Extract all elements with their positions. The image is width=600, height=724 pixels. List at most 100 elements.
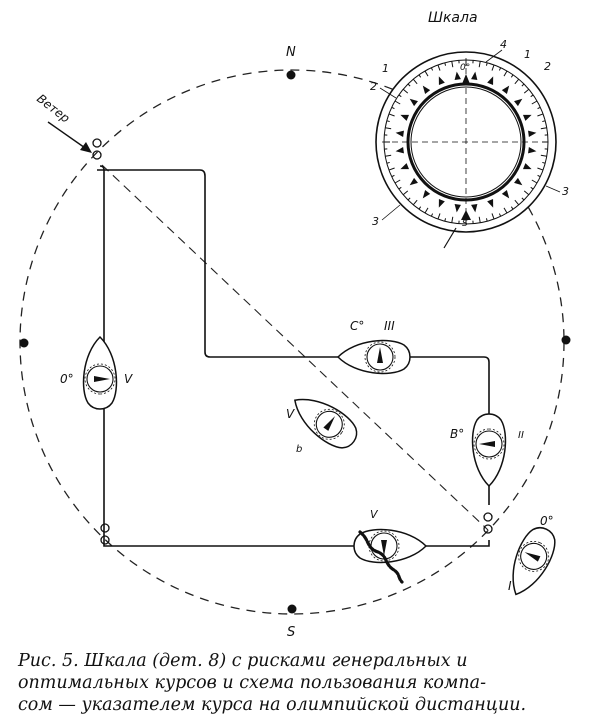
scale-leader-bottom <box>443 227 457 249</box>
scale-tick <box>503 70 508 77</box>
scale-course-mark <box>400 163 410 170</box>
scale-tick <box>531 179 538 184</box>
scale-tick <box>385 154 392 157</box>
wind-arrow <box>47 121 89 151</box>
boat-middle-label: V <box>286 407 295 421</box>
scale-course-mark <box>501 190 510 199</box>
scale-course-mark <box>438 76 445 86</box>
scale-tick <box>418 206 422 210</box>
scale-tick <box>521 197 525 201</box>
course-path <box>97 165 490 547</box>
west-mark <box>19 338 29 348</box>
scale-tick <box>491 213 495 220</box>
buoy-right <box>483 512 493 534</box>
scale-tick <box>418 74 422 78</box>
scale-tick <box>444 62 447 66</box>
scale-tick <box>537 113 544 117</box>
scale-number-1: 1 <box>382 62 389 75</box>
figure-caption: Рис. 5. Шкала (дет. 8) с рисками генерал… <box>18 650 588 716</box>
scale-course-mark <box>487 198 494 208</box>
scale-tick <box>514 78 520 85</box>
scale-leader-3a <box>545 185 561 193</box>
scale-tick <box>437 213 441 220</box>
scale-tick <box>537 167 544 171</box>
scale-tick <box>537 106 541 110</box>
caption-line-3: сом — указателем курса на олимпийской ди… <box>18 695 527 715</box>
scale-tick <box>394 100 401 105</box>
scale-course-mark <box>409 177 418 186</box>
scale-tick <box>394 179 401 184</box>
scale-tick <box>391 174 395 178</box>
boat-bottom <box>353 528 427 564</box>
scale-tick <box>478 216 481 223</box>
wind-label: Ветер <box>34 91 73 125</box>
buoy-bottom-left <box>100 523 110 545</box>
north-label: N <box>286 45 296 60</box>
boat-right-deg: B° <box>450 427 464 441</box>
caption-line-2: оптимальных курсов и схема пользования к… <box>18 673 486 693</box>
scale-tick <box>407 83 411 87</box>
caption-line-1: Рис. 5. Шкала (дет. 8) с рисками генерал… <box>18 651 468 671</box>
scale-tick <box>523 88 530 94</box>
scale-course-mark <box>501 85 510 94</box>
boat-bottom-label: V <box>370 508 379 521</box>
scale-course-mark <box>454 71 461 80</box>
scale-leader-2 <box>379 87 397 99</box>
scale-leader-4 <box>485 49 503 63</box>
scale-course-mark <box>522 163 532 170</box>
scale-tick <box>402 190 409 196</box>
boat-bottom-right-label: I <box>508 579 512 593</box>
scale-tick <box>430 67 434 71</box>
scale-tick <box>412 78 418 85</box>
scale-tick <box>412 199 418 206</box>
scale-tick <box>444 218 447 222</box>
regatta-course-diagram: N S Ветер 0° V C° III V b <box>19 10 571 640</box>
scale-tick <box>386 120 390 123</box>
scale-tick <box>398 94 402 98</box>
scale-course-mark <box>395 130 404 137</box>
scale-tick <box>478 61 481 68</box>
scale-tick <box>391 106 395 110</box>
scale-leader-3b <box>381 204 401 221</box>
scale-tick <box>385 127 392 130</box>
scale-course-mark <box>471 204 478 213</box>
diagonal-guide <box>101 164 489 531</box>
scale-course-mark <box>528 147 537 154</box>
scale-number-2b: 2 <box>544 60 551 73</box>
scale-tick <box>540 154 547 157</box>
scale-course-mark <box>522 114 532 121</box>
scale-course-mark <box>528 130 537 137</box>
scale-tick <box>388 167 395 171</box>
boat-bottom-scribble <box>358 530 404 584</box>
scale-number-1b: 1 <box>524 48 531 61</box>
compass-scale: Шкала 0° S <box>375 10 557 233</box>
scale-tick <box>498 213 502 217</box>
scale-title: Шкала <box>428 10 478 26</box>
scale-course-mark <box>487 76 494 86</box>
scale-tick <box>514 199 520 206</box>
scale-tick <box>523 190 530 196</box>
boat-right <box>471 413 507 487</box>
scale-tick <box>386 161 390 164</box>
scale-course-mark <box>438 198 445 208</box>
boat-top-right <box>337 339 411 375</box>
scale-tick <box>491 64 495 71</box>
scale-tick <box>530 186 534 190</box>
boat-left-label: V <box>124 372 133 386</box>
scale-tick <box>540 127 547 130</box>
scale-tick <box>437 64 441 71</box>
scale-tick <box>510 206 514 210</box>
scale-tick <box>485 62 488 66</box>
scale-tick <box>485 218 488 222</box>
scale-tick <box>542 161 546 164</box>
boat-left <box>82 336 118 410</box>
south-mark <box>287 604 297 614</box>
scale-course-mark <box>514 177 523 186</box>
scale-zero: 0° <box>460 63 470 73</box>
scale-number-2: 2 <box>370 80 377 93</box>
scale-tick <box>430 213 434 217</box>
boat-top-right-label: III <box>384 319 395 333</box>
scale-course-mark <box>514 98 523 107</box>
scale-number-4: 4 <box>500 38 507 51</box>
boat-right-label: II <box>518 430 524 441</box>
